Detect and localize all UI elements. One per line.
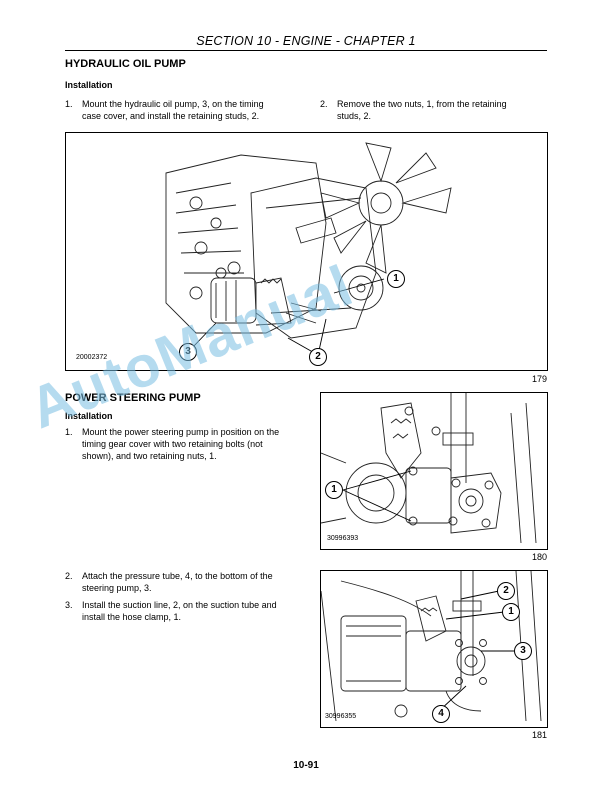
- figure-180-steering-pump-drawing: 30996393 1: [320, 392, 548, 550]
- step-line: Mount the power steering pump in positio…: [82, 427, 280, 437]
- figure-181-steering-lines-drawing: 30996355 2 1 3 4: [320, 570, 548, 728]
- step-line: Mount the hydraulic oil pump, 3, on the …: [82, 99, 264, 109]
- callout-2: 2: [309, 348, 327, 366]
- steering-step-1: 1. Mount the power steering pump in posi…: [65, 426, 300, 466]
- step-line: case cover, and install the retaining st…: [82, 111, 260, 121]
- steering-heading: POWER STEERING PUMP: [65, 392, 201, 404]
- figure-number-181: 181: [531, 730, 547, 740]
- callout-2: 2: [497, 582, 515, 600]
- hydraulic-step-1: 1. Mount the hydraulic oil pump, 3, on t…: [65, 98, 305, 124]
- figure-179-engine-drawing: 20002372 1 2 3: [65, 132, 548, 371]
- hydraulic-heading: HYDRAULIC OIL PUMP: [65, 58, 186, 70]
- header-rule: [65, 50, 547, 51]
- step-number: 2.: [320, 99, 328, 109]
- step-line: shown), and two retaining nuts, 1.: [82, 451, 217, 461]
- callout-4: 4: [432, 705, 450, 723]
- step-number: 3.: [65, 600, 73, 610]
- step-line: timing gear cover with two retaining bol…: [82, 439, 263, 449]
- callout-1: 1: [325, 481, 343, 499]
- steering-step-3: 3. Install the suction line, 2, on the s…: [65, 599, 300, 625]
- step-line: steering pump, 3.: [82, 583, 152, 593]
- hydraulic-subheading: Installation: [65, 80, 113, 90]
- callout-1: 1: [387, 270, 405, 288]
- step-text: Remove the two nuts, 1, from the retaini…: [337, 98, 552, 122]
- steering-subheading: Installation: [65, 411, 113, 421]
- figure-id: 30996393: [327, 535, 359, 542]
- figure-id: 30996355: [325, 713, 357, 720]
- step-line: studs, 2.: [337, 111, 372, 121]
- engine-illustration: [165, 142, 452, 356]
- step-text: Attach the pressure tube, 4, to the bott…: [82, 570, 302, 594]
- step-number: 2.: [65, 571, 73, 581]
- steering-step-2: 2. Attach the pressure tube, 4, to the b…: [65, 570, 300, 596]
- figure-number-180: 180: [531, 552, 547, 562]
- figure-number-179: 179: [531, 374, 547, 384]
- figure-id: 20002372: [76, 354, 108, 361]
- step-text: Install the suction line, 2, on the suct…: [82, 599, 302, 623]
- step-line: Attach the pressure tube, 4, to the bott…: [82, 571, 273, 581]
- step-text: Mount the power steering pump in positio…: [82, 426, 302, 462]
- steering-pump-illustration: [321, 393, 537, 544]
- step-line: install the hose clamp, 1.: [82, 612, 182, 622]
- section-header: SECTION 10 - ENGINE - CHAPTER 1: [196, 34, 416, 48]
- callout-3: 3: [514, 642, 532, 660]
- step-number: 1.: [65, 427, 73, 437]
- step-line: Install the suction line, 2, on the suct…: [82, 600, 277, 610]
- hydraulic-step-2: 2. Remove the two nuts, 1, from the reta…: [320, 98, 550, 124]
- step-number: 1.: [65, 99, 73, 109]
- callout-3: 3: [179, 343, 197, 361]
- step-text: Mount the hydraulic oil pump, 3, on the …: [82, 98, 307, 122]
- page-number: 10-91: [293, 760, 319, 771]
- callout-1: 1: [502, 603, 520, 621]
- step-line: Remove the two nuts, 1, from the retaini…: [337, 99, 507, 109]
